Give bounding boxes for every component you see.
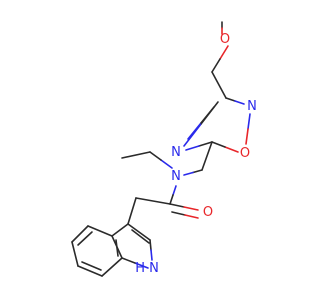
atom-label-carbonyl-oxygen: O — [203, 205, 213, 220]
bond-group — [71, 21, 251, 277]
bond-benzene-c4-c5 — [71, 225, 89, 243]
bond-ring-c5-n4-start — [198, 141, 213, 147]
bond-ethyl-ch3 — [121, 151, 151, 159]
bond-ring-o1-c5-start — [224, 146, 239, 153]
bond-indole-c2-n1 — [149, 239, 153, 261]
bond-ch2-indole-c3 — [127, 197, 137, 225]
bond-indole-n1-c7a — [121, 257, 149, 269]
bond-indole-c3-c2-double — [131, 229, 150, 244]
bond-carbonyl-oxygen-double — [171, 211, 199, 219]
atom-label-group: O N O N N O N H — [135, 32, 257, 276]
atom-label-indole-hydrogen: H — [135, 261, 145, 276]
bond-benzene-c5-c6 — [71, 241, 79, 267]
bond-indole-n1-c7a-end — [121, 257, 136, 264]
bond-ch2-amide-n-end — [183, 171, 194, 176]
bond-ring-c3-n2-end — [234, 100, 245, 105]
bond-carbonyl-oxygen-end — [183, 206, 199, 211]
bond-ring-ch2 — [201, 141, 213, 171]
bond-n-ethyl-ch2-end — [149, 151, 162, 161]
bond-ring-n2-o1-start — [247, 113, 251, 130]
bond-benzene-c7-c7a — [101, 257, 123, 277]
bond-ch2-ring — [211, 71, 227, 99]
atom-label-amide-nitrogen: N — [171, 169, 181, 184]
atom-label-indole-nitrogen: N — [149, 261, 159, 276]
bond-ring-n4-c3-double — [187, 106, 215, 140]
bond-indole-c3a-c3 — [111, 223, 129, 237]
bond-ring-o1-c5-end — [211, 141, 226, 148]
bond-carbonyl-oxygen-double-end — [184, 214, 199, 219]
bond-ch2-amide-n-start — [192, 169, 203, 174]
bond-ch2-amide-n — [183, 169, 203, 176]
bond-ring-n2-o1 — [245, 113, 251, 145]
bond-carbonyl-oxygen-double-start — [171, 211, 186, 216]
molecule-structure-diagram: O N O N N O N H — [0, 0, 300, 300]
bond-carbonyl-ch2 — [135, 197, 171, 205]
bond-carbonyl-oxygen — [169, 203, 199, 211]
atom-label-indole-nh: N H — [135, 261, 159, 276]
bond-ring-o1-c5 — [211, 141, 239, 153]
bond-benzene-c4-c5-double — [77, 231, 93, 246]
bond-n-ethyl-ch2 — [149, 151, 173, 169]
bond-ring-c3-n2 — [225, 97, 245, 105]
atom-label-ether-oxygen: O — [220, 32, 230, 47]
atom-label-ring-nitrogen-upper: N — [247, 99, 257, 114]
bond-oxygen-ch2-end — [211, 58, 221, 73]
bond-benzene-c3a-c4 — [87, 225, 113, 237]
bond-ring-c5-n4-end — [185, 145, 200, 151]
bond-ring-c3-n2-start — [225, 97, 236, 102]
bond-indole-c2-n1-start — [149, 239, 152, 251]
bond-ring-n2-o1-end — [245, 128, 249, 145]
bond-indole-c3-c2 — [127, 223, 151, 241]
bond-ring-c5-n4 — [185, 141, 213, 151]
bond-n-carbonyl-c-start — [172, 185, 177, 196]
bond-indole-c2-n1-end — [150, 249, 153, 261]
bond-carbonyl-oxygen-start — [169, 203, 185, 208]
bond-n-carbonyl-c-end — [169, 194, 174, 205]
bond-benzene-c6-c7-double — [81, 261, 102, 271]
background — [0, 0, 300, 300]
atom-label-ring-oxygen: O — [240, 146, 250, 161]
atom-label-ring-nitrogen-lower: N — [171, 145, 181, 160]
bond-oxygen-ch2-start — [219, 45, 229, 60]
bond-indole-n1-c7a-start — [134, 262, 149, 269]
bond-oxygen-ch2 — [211, 45, 229, 73]
bond-benzene-c6-c7 — [77, 265, 103, 277]
bond-n-carbonyl-c — [169, 185, 177, 205]
bond-benzene-c3a-c7a-double — [115, 239, 119, 257]
bond-ring-n4-c3-double-start — [187, 122, 202, 140]
bond-ring-n4-c3-double-end — [200, 106, 215, 124]
bond-n-ethyl-ch2-start — [160, 159, 173, 169]
